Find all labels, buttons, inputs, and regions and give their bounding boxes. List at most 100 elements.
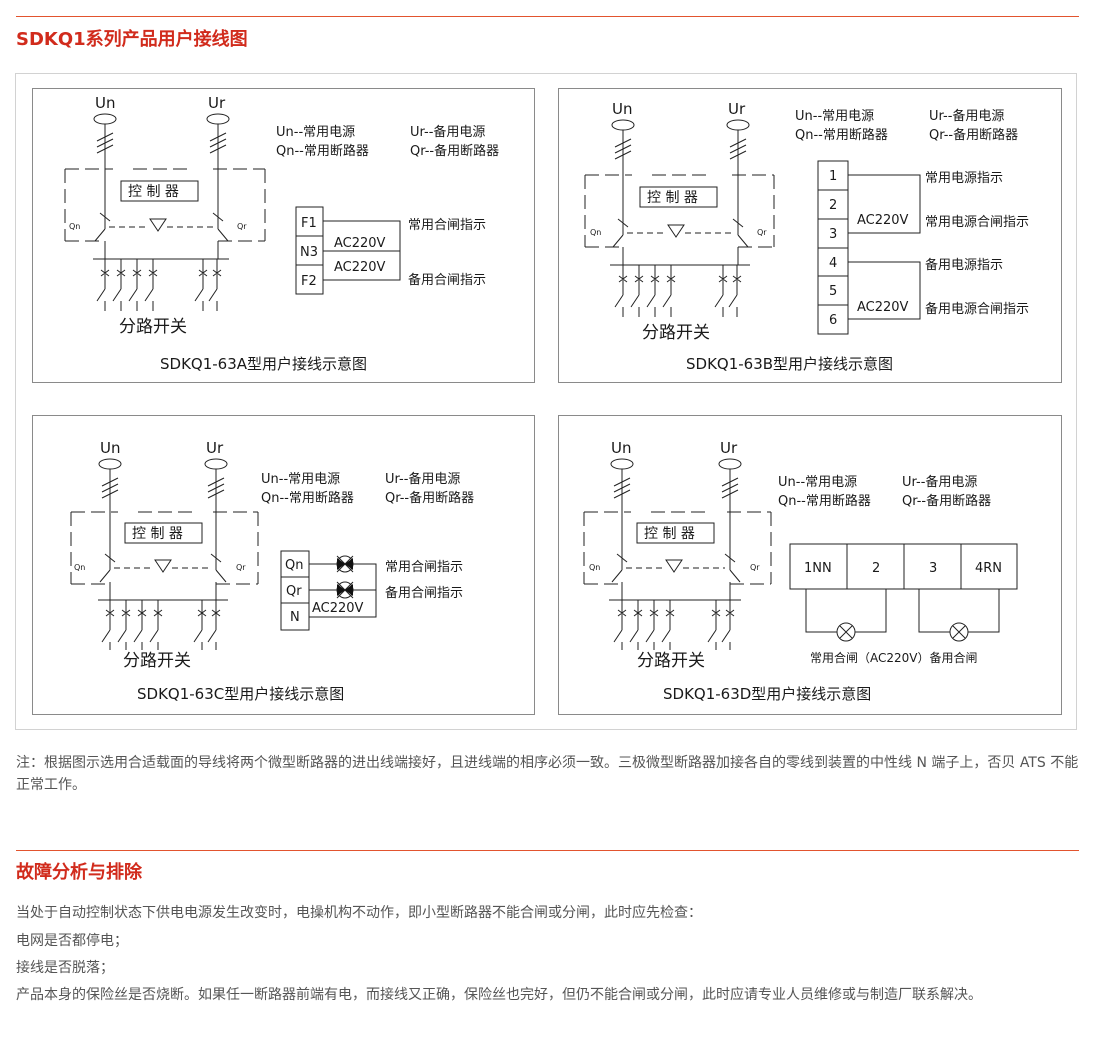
un-label: Un: [611, 439, 632, 457]
controller-box: [639, 186, 718, 208]
panel-63b: Un Ur 控 制 器 Qn Qr 分路开关 Un--常用电源 Ur--备用电源: [558, 88, 1062, 383]
terminal-strip: 1NN 2 3 4RN 常用合闸（AC220V）备用合闸: [789, 543, 1018, 665]
un-terminal: [610, 458, 634, 470]
section-rule: [16, 850, 1079, 851]
indicator-normal-power: 常用电源指示: [925, 171, 1003, 186]
controller-label: 控 制 器: [132, 526, 183, 542]
legend-un: Un--常用电源: [795, 109, 874, 124]
terminal-f1: F1: [301, 216, 317, 231]
controller-label: 控 制 器: [647, 190, 698, 206]
qn-label: Qn: [589, 563, 600, 572]
legend-qr: Qr--备用断路器: [410, 143, 499, 159]
terminal-3: 3: [829, 227, 837, 242]
controller-label: 控 制 器: [128, 184, 179, 200]
wiring-note: 注：根据图示选用合适载面的导线将两个微型断路器的进出线端接好，且进线端的相序必须…: [16, 755, 1079, 793]
legend-ur: Ur--备用电源: [902, 474, 977, 490]
terminal-block: Qn Qr N AC220V 常用合闸指示 备用合闸指示: [280, 550, 463, 631]
ur-label: Ur: [720, 439, 738, 457]
panel-63d-diagram: Un Ur 控 制 器 Qn Qr 分路开关 Un--常用电源 Ur--备用电源: [583, 439, 1018, 703]
voltage-1: AC220V: [312, 601, 364, 616]
panel-caption: SDKQ1-63C型用户接线示意图: [137, 685, 344, 703]
terminal-1nn: 1NN: [804, 561, 832, 576]
ur-terminal: [206, 113, 230, 125]
terminal-qr: Qr: [286, 584, 302, 599]
branch-switch-label: 分路开关: [119, 317, 187, 337]
voltage-1: AC220V: [334, 236, 386, 251]
lamp-icon-normal: [836, 622, 856, 642]
legend-qn: Qn--常用断路器: [261, 490, 354, 506]
top-rule: [16, 16, 1079, 17]
indicator-normal-close: 常用合闸指示: [408, 218, 486, 233]
branch-switch-label: 分路开关: [642, 323, 710, 343]
terminal-5: 5: [829, 284, 837, 299]
terminal-n: N: [290, 610, 300, 625]
terminal-block: 1 2 3 4 5 6 AC220V AC220V 常用电源指示 常用电源合闸指…: [817, 160, 1029, 335]
indicator-normal-close: 常用合闸指示: [385, 560, 463, 575]
terminal-4rn: 4RN: [975, 561, 1002, 576]
ur-label: Ur: [206, 439, 224, 457]
legend-un: Un--常用电源: [261, 472, 340, 487]
panel-caption: SDKQ1-63D型用户接线示意图: [663, 685, 871, 703]
legend-qn: Qn--常用断路器: [795, 127, 888, 143]
section-title-troubleshooting: 故障分析与排除: [16, 862, 142, 883]
qr-label: Qr: [237, 222, 247, 231]
legend-qr: Qr--备用断路器: [385, 490, 474, 506]
lamp-icon-backup: [949, 622, 969, 642]
legend-un: Un--常用电源: [276, 125, 355, 140]
terminal-3: 3: [929, 561, 937, 576]
terminal-n3: N3: [300, 245, 318, 260]
qr-label: Qr: [750, 563, 760, 572]
panel-63a: Un Ur 控 制 器 Qn Qr 分路开关 Un--常用电源 Ur--备用: [32, 88, 535, 383]
un-label: Un: [612, 100, 633, 118]
panel-63c: Un Ur 控 制 器 Qn Qr 分路开关 Un--常用电源 Ur--备用电源: [32, 415, 535, 715]
closing-indicator-caption: 常用合闸（AC220V）备用合闸: [810, 650, 978, 665]
panel-caption: SDKQ1-63B型用户接线示意图: [686, 355, 893, 373]
qn-label: Qn: [74, 563, 85, 572]
panel-63d: Un Ur 控 制 器 Qn Qr 分路开关 Un--常用电源 Ur--备用电源: [558, 415, 1062, 715]
panel-63b-diagram: Un Ur 控 制 器 Qn Qr 分路开关 Un--常用电源 Ur--备用电源: [584, 100, 1029, 373]
voltage-1: AC220V: [857, 213, 909, 228]
legend-qn: Qn--常用断路器: [276, 143, 369, 159]
qn-label: Qn: [590, 228, 601, 237]
voltage-2: AC220V: [857, 300, 909, 315]
voltage-2: AC220V: [334, 260, 386, 275]
legend-qn: Qn--常用断路器: [778, 493, 871, 509]
terminal-block: F1 N3 F2 AC220V AC220V 常用合闸指示 备用合闸指示: [295, 206, 486, 295]
lamp-icon-backup: [336, 581, 354, 599]
legend-ur: Ur--备用电源: [410, 124, 485, 140]
un-terminal: [93, 113, 117, 125]
switchgear-schematic: Un Ur 控 制 器 Qn Qr 分路开关: [70, 439, 259, 671]
controller-box: [124, 522, 203, 544]
ur-terminal: [204, 458, 228, 470]
terminal-2: 2: [872, 561, 880, 576]
ur-label: Ur: [728, 100, 746, 118]
controller-box: [636, 522, 715, 544]
qr-label: Qr: [236, 563, 246, 572]
un-terminal: [98, 458, 122, 470]
troubleshoot-line-4: 产品本身的保险丝是否烧断。如果任一断路器前端有电，而接线又正确，保险丝也完好，但…: [16, 987, 982, 1003]
indicator-backup-power: 备用电源指示: [925, 257, 1003, 273]
legend-un: Un--常用电源: [778, 475, 857, 490]
indicator-backup-close: 备用合闸指示: [385, 585, 463, 601]
switchgear-schematic: Un Ur 控 制 器 Qn Qr 分路开关: [584, 100, 775, 343]
ur-terminal: [726, 119, 750, 131]
qn-label: Qn: [69, 222, 80, 231]
terminal-qn: Qn: [285, 558, 303, 573]
un-label: Un: [95, 94, 116, 112]
ur-terminal: [718, 458, 742, 470]
troubleshoot-line-2: 电网是否都停电；: [16, 933, 128, 949]
switchgear-schematic: Un Ur 控 制 器 Qn Qr 分路开关: [64, 94, 266, 337]
terminal-1: 1: [829, 169, 837, 184]
switchgear-schematic: Un Ur 控 制 器 Qn Qr 分路开关: [583, 439, 772, 671]
terminal-f2: F2: [301, 274, 317, 289]
un-label: Un: [100, 439, 121, 457]
un-terminal: [611, 119, 635, 131]
branch-switch-label: 分路开关: [637, 651, 705, 671]
ur-label: Ur: [208, 94, 226, 112]
indicator-backup-close: 备用电源合闸指示: [925, 301, 1029, 317]
panel-63a-diagram: Un Ur 控 制 器 Qn Qr 分路开关 Un--常用电源 Ur--备用: [64, 94, 499, 373]
troubleshoot-line-3: 接线是否脱落；: [16, 960, 114, 976]
controller-box: [120, 180, 199, 202]
legend-ur: Ur--备用电源: [385, 471, 460, 487]
terminal-6: 6: [829, 313, 837, 328]
